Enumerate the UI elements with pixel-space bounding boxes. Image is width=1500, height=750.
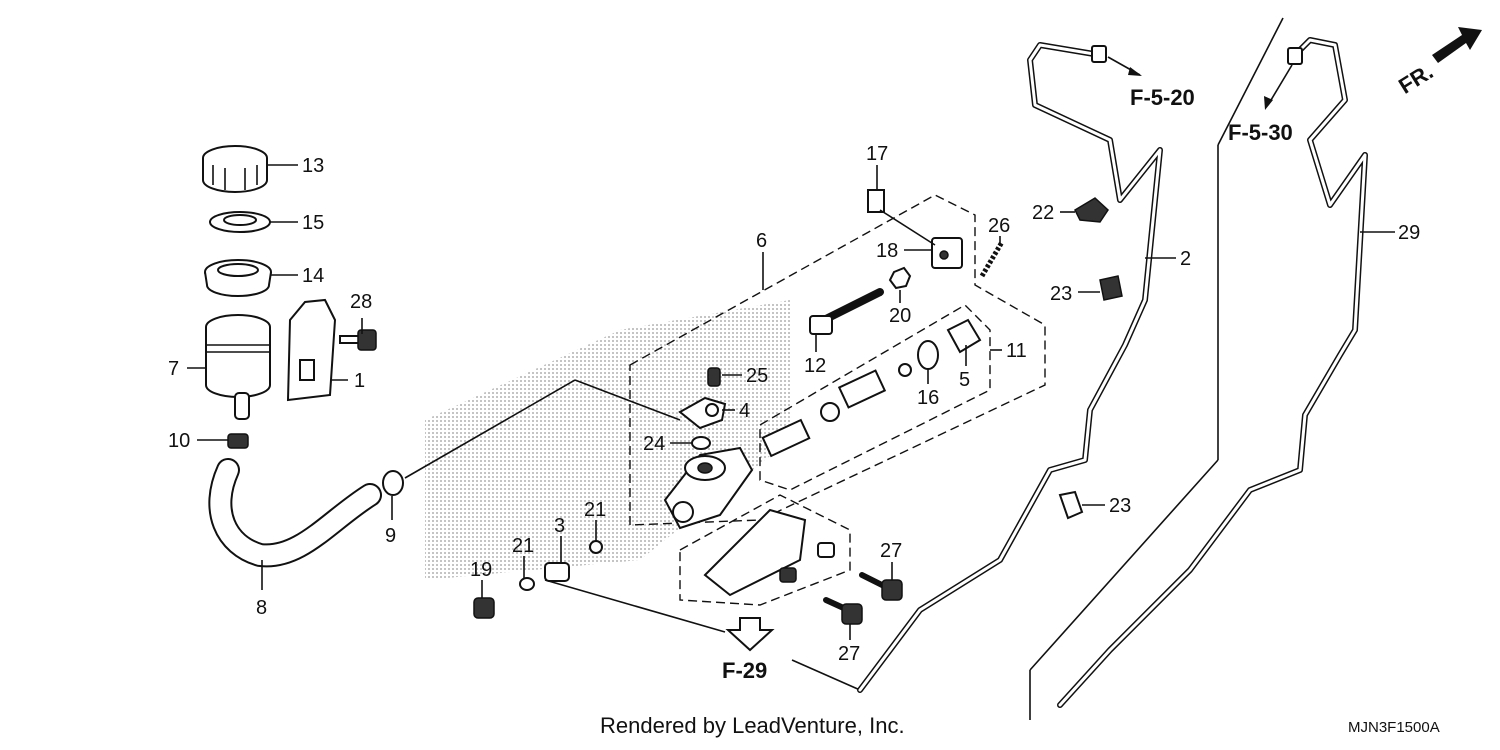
callout-1: 1 (354, 370, 365, 392)
callout-8: 8 (256, 597, 267, 619)
callout-24: 24 (643, 433, 665, 455)
bolt-25 (707, 367, 721, 387)
leader-line (544, 579, 726, 633)
callout-19: 19 (470, 559, 492, 581)
divider-line (1217, 17, 1284, 146)
callout-25: 25 (746, 365, 768, 387)
callout-labels: 13 15 14 28 7 1 10 8 9 6 17 18 26 20 12 … (168, 143, 1420, 665)
callout-3: 3 (554, 515, 565, 537)
assembly-outline-11 (759, 304, 991, 491)
master-cylinder-body (663, 446, 754, 530)
bolt-27 (823, 572, 903, 625)
connector-4 (678, 396, 727, 430)
callout-29: 29 (1398, 222, 1420, 244)
bolt-28 (339, 329, 377, 351)
arrow-f29 (725, 617, 775, 652)
callout-23-upper: 23 (1050, 283, 1072, 305)
callout-27-lower: 27 (838, 643, 860, 665)
shading-area (425, 300, 790, 580)
callout-21-upper: 21 (584, 499, 606, 521)
bracket (703, 508, 835, 597)
spring-26 (979, 240, 1005, 278)
callout-leaders (187, 164, 1395, 640)
bolt-19 (473, 597, 495, 619)
pipe-clip-23 (1058, 275, 1123, 520)
callout-23-lower: 23 (1109, 495, 1131, 517)
leader-line (791, 659, 861, 691)
divider-line (1029, 459, 1219, 671)
nut-20 (888, 266, 912, 290)
callout-9: 9 (385, 525, 396, 547)
washer-21 (519, 577, 535, 591)
callout-20: 20 (889, 305, 911, 327)
callout-11: 11 (1006, 340, 1027, 362)
arrow-f530 (1267, 64, 1293, 106)
clip-10 (227, 433, 249, 449)
bracket-outline (679, 494, 851, 606)
callout-7: 7 (168, 358, 179, 380)
callout-16: 16 (917, 387, 939, 409)
diaphragm-14 (204, 259, 272, 297)
assembly-outline-6 (629, 194, 1046, 526)
callout-14: 14 (302, 265, 324, 287)
reservoir-cap-13 (202, 145, 268, 193)
brake-pipe-29 (1057, 37, 1368, 708)
reservoir-cover-1 (286, 298, 337, 402)
diagram-code: MJN3F1500A (1348, 719, 1440, 736)
leader-line (879, 209, 936, 246)
front-label: FR. (1394, 59, 1437, 99)
callout-10: 10 (168, 430, 190, 452)
callout-5: 5 (959, 369, 970, 391)
o-ring-24 (691, 436, 711, 450)
leader-line (574, 379, 681, 421)
diaphragm-plate-15 (209, 211, 271, 233)
callout-22: 22 (1032, 202, 1054, 224)
arrowhead-f520 (1128, 67, 1142, 76)
front-arrow (1432, 27, 1482, 63)
callout-13: 13 (302, 155, 324, 177)
ref-f-5-20[interactable]: F-5-20 (1130, 85, 1195, 110)
pipe-clip-22 (1074, 197, 1109, 223)
callout-12: 12 (804, 355, 826, 377)
callout-26: 26 (988, 215, 1010, 237)
callout-2: 2 (1180, 248, 1191, 270)
reservoir-7 (205, 314, 271, 420)
callout-4: 4 (739, 400, 750, 422)
callout-17: 17 (866, 143, 888, 165)
clamp-17 (867, 189, 885, 213)
push-rod-12 (809, 288, 884, 335)
ref-f-5-30[interactable]: F-5-30 (1228, 120, 1293, 145)
callout-18: 18 (876, 240, 898, 262)
brake-pipe-2 (857, 42, 1163, 693)
callout-21-lower: 21 (512, 535, 534, 557)
footer-credit: Rendered by LeadVenture, Inc. (600, 713, 905, 738)
callout-6: 6 (756, 230, 767, 252)
switch-18 (931, 237, 963, 269)
leader-line (404, 379, 576, 479)
arrowhead-f530 (1264, 96, 1273, 110)
hose-8 (208, 458, 382, 568)
callout-28: 28 (350, 291, 372, 313)
callout-15: 15 (302, 212, 324, 234)
ref-f-29[interactable]: F-29 (722, 658, 767, 683)
hose-clip-9 (382, 470, 404, 496)
callout-27-upper: 27 (880, 540, 902, 562)
piston-parts (761, 318, 982, 458)
